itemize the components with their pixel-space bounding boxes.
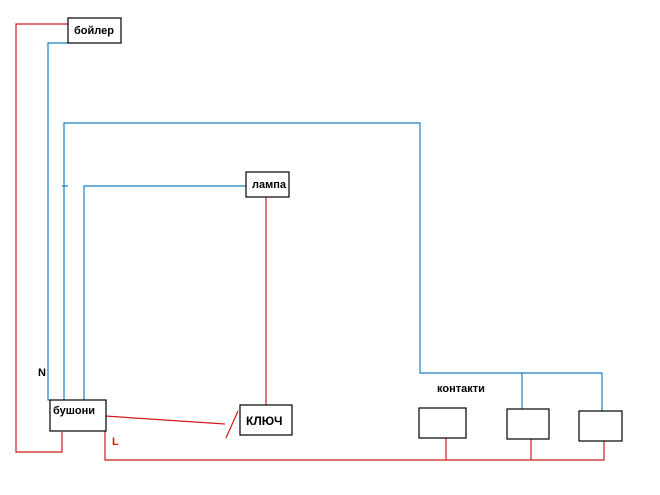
socket-3 (578, 410, 623, 442)
lamp-label: лампа (252, 179, 287, 191)
neutral-wires (47, 42, 603, 411)
line-label: L (112, 436, 119, 448)
neutral-wire-sockets (63, 122, 603, 411)
neutral-wire-lamp (83, 185, 246, 400)
socket-2 (506, 408, 550, 440)
switch-contact-mark (225, 410, 239, 439)
line-wire-fuses-switch (104, 415, 226, 425)
sockets-label: контакти (437, 383, 485, 395)
sockets-group: контакти (418, 383, 623, 442)
neutral-wire-boiler (47, 42, 68, 401)
boiler-label: бойлер (74, 25, 114, 37)
fuses-label: бушони (53, 405, 95, 417)
fuses-box: бушони (49, 399, 107, 432)
line-wire-boiler (15, 23, 68, 453)
switch-label: КЛЮЧ (246, 414, 282, 428)
neutral-label: N (38, 367, 46, 379)
socket-1 (418, 407, 467, 439)
lamp-box: лампа (245, 171, 290, 198)
switch-box: КЛЮЧ (239, 404, 293, 436)
boiler-box: бойлер (67, 17, 122, 44)
line-wires (15, 23, 605, 461)
line-wire-sockets (104, 430, 605, 461)
